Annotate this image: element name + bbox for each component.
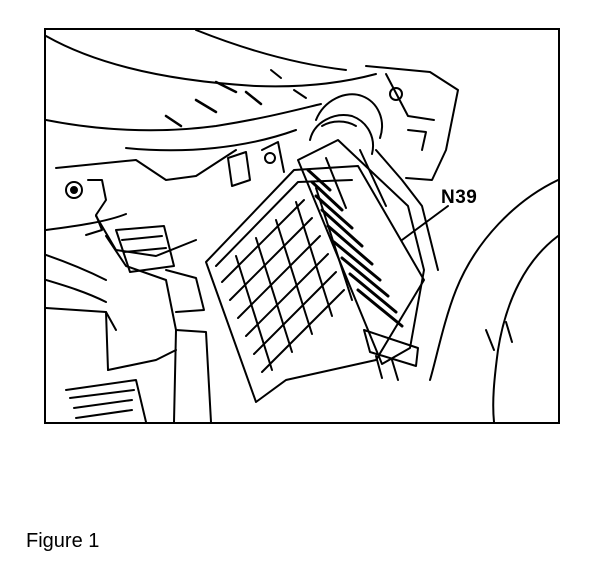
air-duct-hose bbox=[309, 93, 387, 209]
component-label-n39: N39 bbox=[441, 187, 478, 208]
figure-illustration bbox=[44, 28, 560, 424]
bolt-fastener bbox=[65, 179, 107, 236]
wiring-connector bbox=[115, 225, 205, 313]
left-bracket bbox=[46, 213, 212, 422]
callout-leader-line bbox=[401, 205, 449, 241]
fender-panel bbox=[429, 179, 558, 422]
figure-caption: Figure 1 bbox=[26, 530, 100, 552]
clip-part bbox=[227, 141, 285, 187]
upper-right-bracket bbox=[365, 65, 459, 271]
dashboard-panel bbox=[46, 30, 377, 181]
n39-relay-module bbox=[297, 139, 425, 381]
